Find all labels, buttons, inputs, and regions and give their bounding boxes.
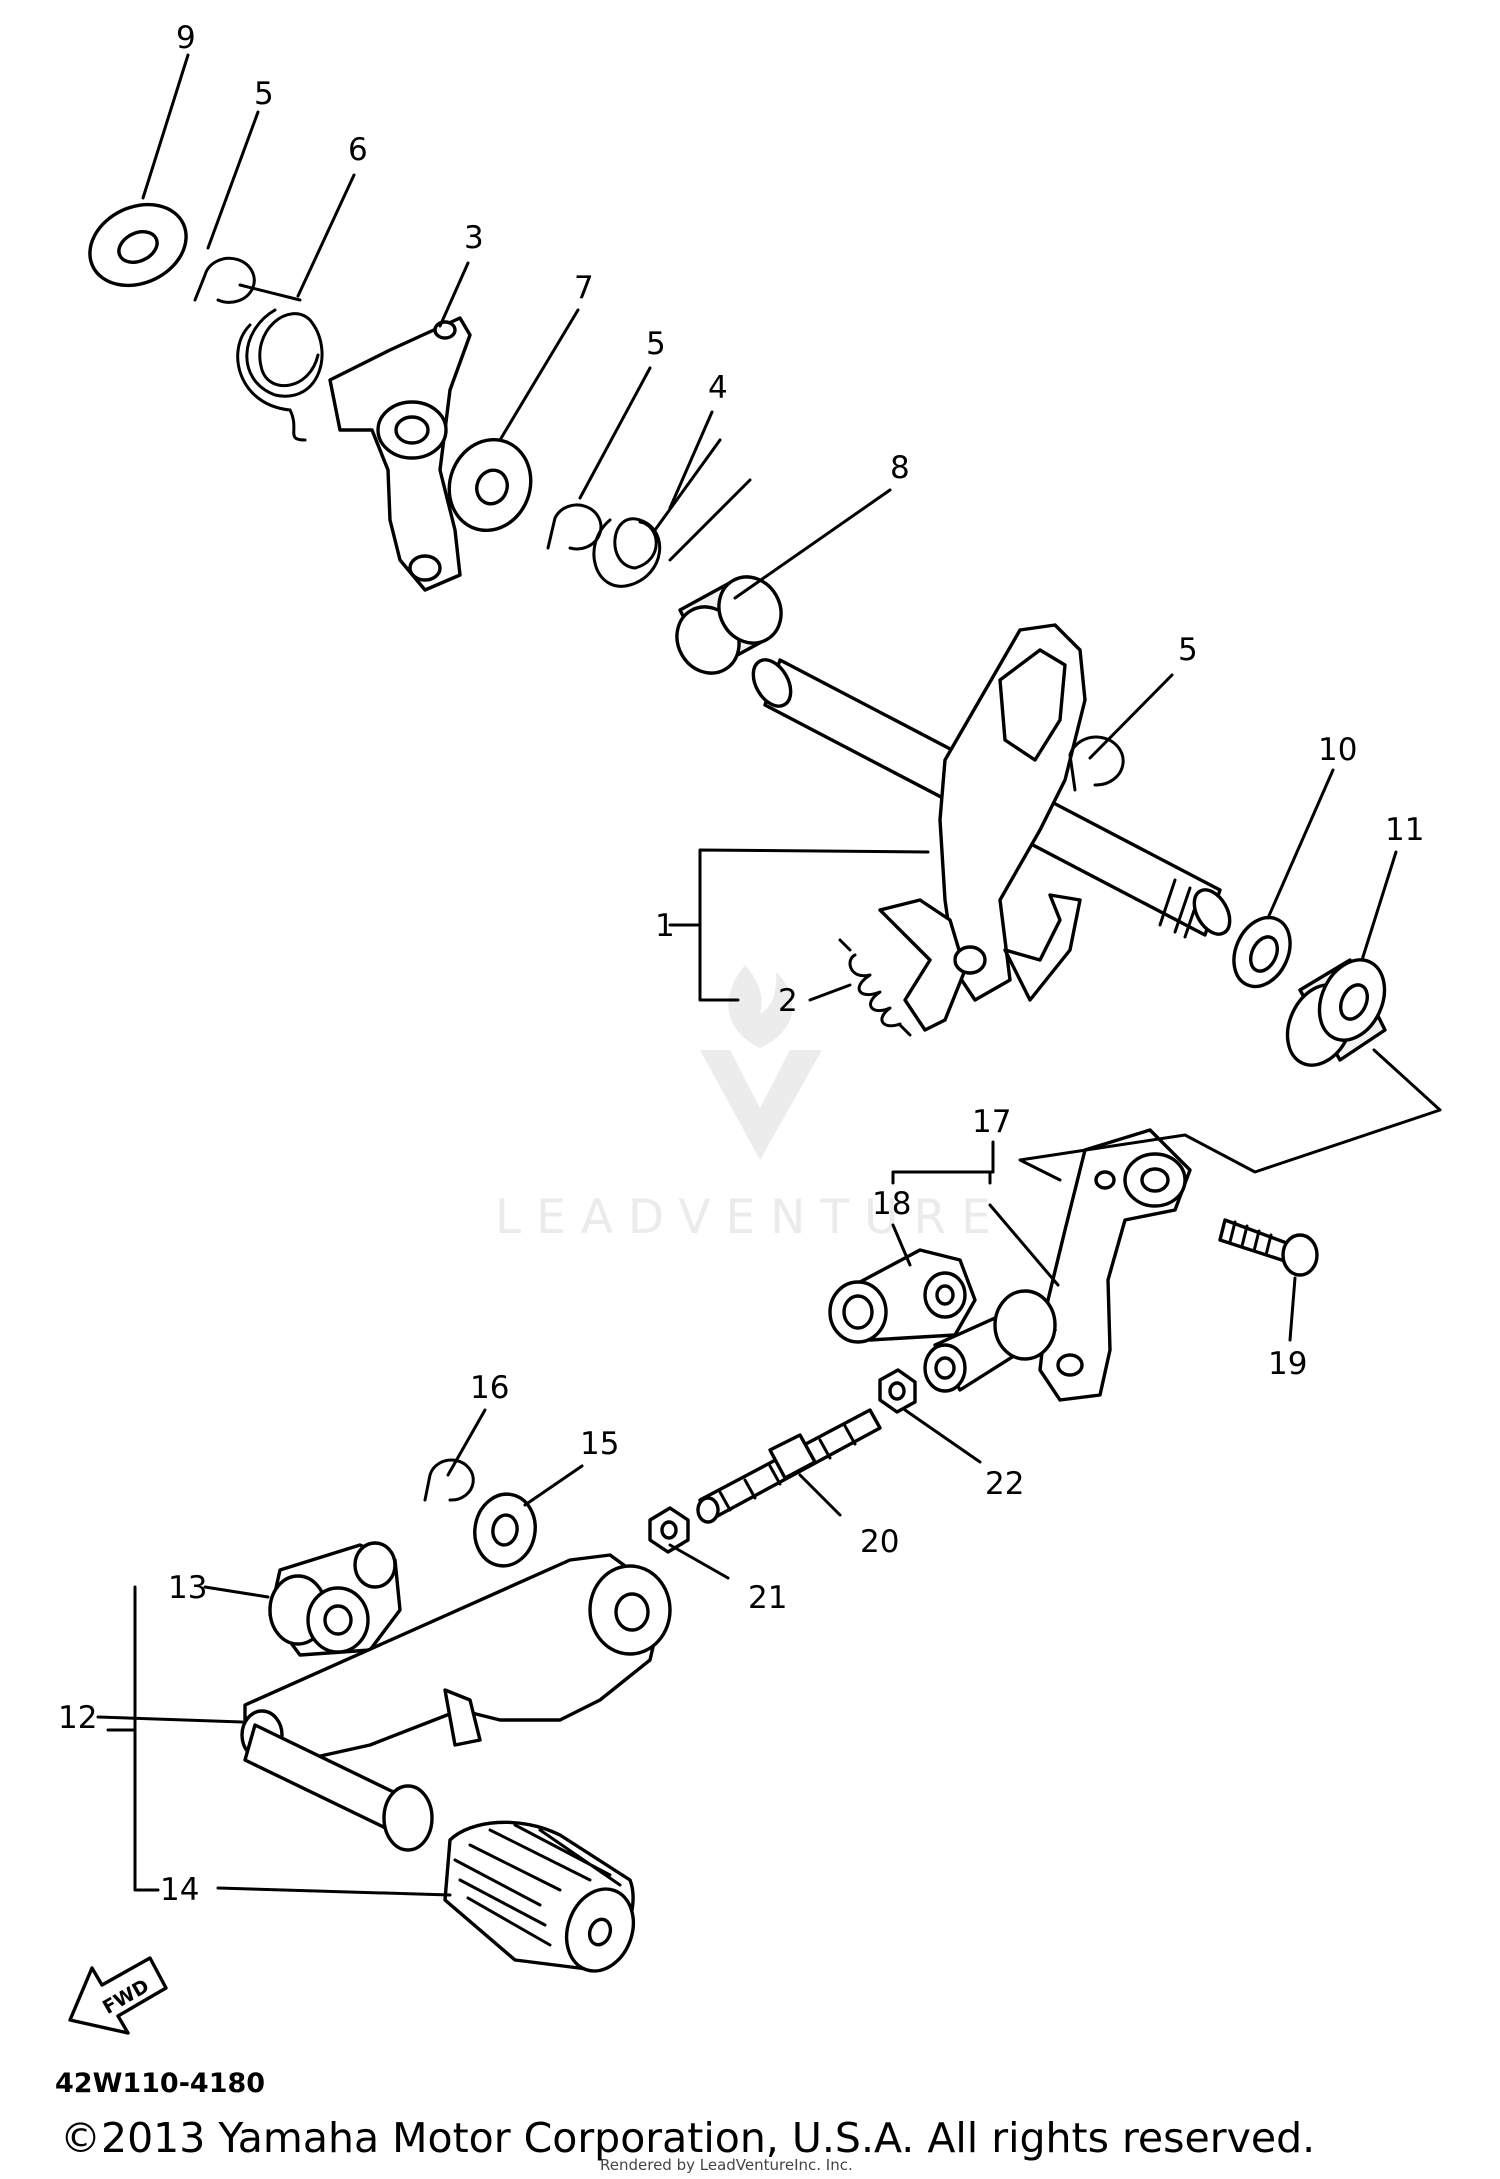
- part-9-washer: [88, 202, 188, 288]
- callout-5: 5: [646, 326, 666, 362]
- part-6-spring: [236, 283, 324, 442]
- part-12-shift-pedal: [240, 1553, 672, 1852]
- callout-14: 14: [160, 1872, 199, 1908]
- part-2-spring: [838, 938, 912, 1037]
- callout-20: 20: [860, 1524, 899, 1560]
- part-22-nut: [878, 1368, 917, 1414]
- callout-11: 11: [1385, 812, 1424, 848]
- callout-15: 15: [580, 1426, 619, 1462]
- callout-12: 12: [58, 1700, 97, 1736]
- callout-4: 4: [708, 370, 728, 406]
- callout-18: 18: [872, 1186, 911, 1222]
- part-13-ball-joint: [268, 1541, 402, 1657]
- part-5-circlip-b: [546, 503, 603, 551]
- callout-21: 21: [748, 1580, 787, 1616]
- diagram-code: 42W110-4180: [55, 2068, 265, 2099]
- part-14-pedal-rubber: [443, 1820, 636, 1973]
- part-3-shift-arm: [328, 316, 472, 592]
- callout-13: 13: [168, 1570, 207, 1606]
- part-1-shift-shaft: [751, 623, 1232, 1032]
- callout-7: 7: [574, 270, 594, 306]
- part-18-ball-joint: [828, 1248, 977, 1344]
- copyright-text: ©2013 Yamaha Motor Corporation, U.S.A. A…: [60, 2114, 1315, 2162]
- callout-2: 2: [778, 983, 798, 1019]
- part-8-collar: [675, 575, 783, 675]
- callout-17: 17: [972, 1104, 1011, 1140]
- part-16-circlip: [423, 1458, 475, 1502]
- part-19-bolt: [1218, 1218, 1319, 1277]
- callout-3: 3: [464, 220, 484, 256]
- callout-5: 5: [254, 76, 274, 112]
- render-credit: Rendered by LeadVentureInc. Inc.: [600, 2156, 853, 2174]
- callout-16: 16: [470, 1370, 509, 1406]
- part-11-seal: [1285, 958, 1387, 1067]
- callout-9: 9: [176, 20, 196, 56]
- callout-1: 1: [655, 908, 675, 944]
- part-5-circlip-a: [193, 256, 256, 304]
- part-17-joint-rod: [923, 1128, 1192, 1402]
- watermark-text: LEADVENTURE: [495, 1190, 1006, 1245]
- leader-lines: [96, 53, 1442, 1897]
- callout-10: 10: [1318, 732, 1357, 768]
- part-20-rod: [696, 1408, 882, 1524]
- fwd-arrow-icon: FWD: [68, 1956, 168, 2035]
- part-10-washer: [1232, 915, 1292, 989]
- callout-19: 19: [1268, 1346, 1307, 1382]
- part-15-washer: [473, 1492, 537, 1568]
- part-4-spring: [592, 438, 752, 588]
- part-7-washer: [447, 437, 533, 533]
- callout-6: 6: [348, 132, 368, 168]
- part-5-circlip-c: [1068, 735, 1125, 792]
- callouts: 9 5 6 3 7 5 4 8 5 10 11 1 2 17 18 19 16 …: [58, 20, 1424, 1908]
- part-21-nut: [648, 1506, 690, 1554]
- callout-22: 22: [985, 1466, 1024, 1502]
- callout-8: 8: [890, 450, 910, 486]
- watermark: LEADVENTURE: [495, 965, 1006, 1245]
- callout-5: 5: [1178, 632, 1198, 668]
